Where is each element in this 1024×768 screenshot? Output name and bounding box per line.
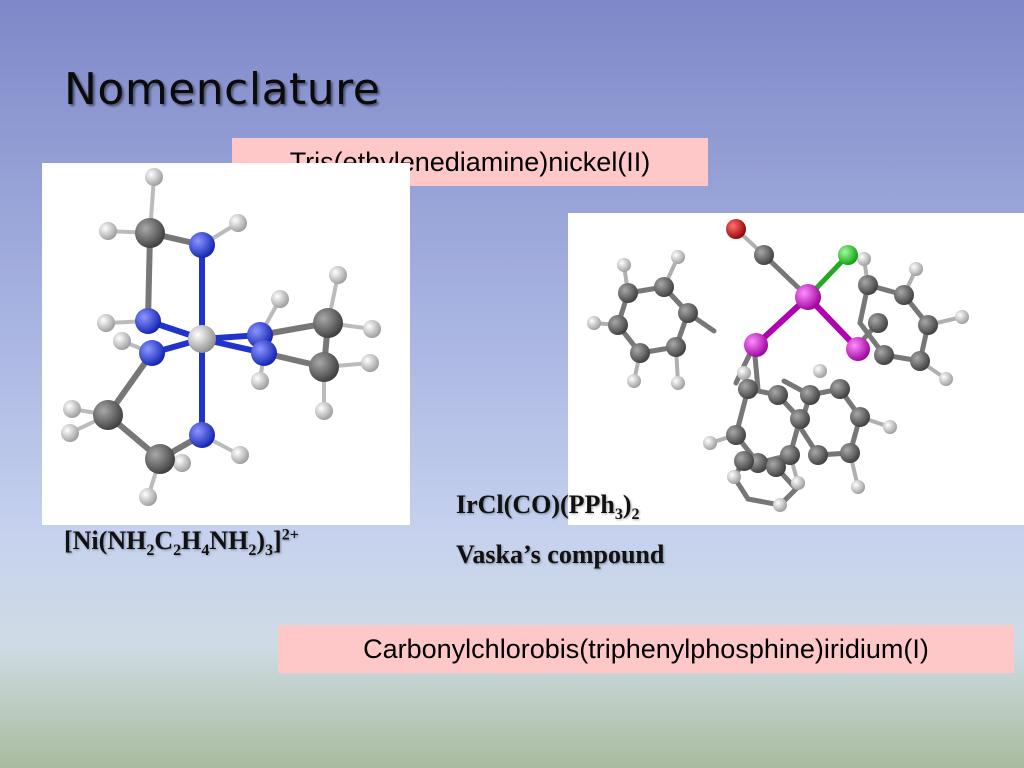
formula-part: ) — [622, 490, 632, 519]
formula-part: NH — [209, 526, 249, 555]
formula-subscript: 2 — [248, 542, 257, 560]
formula-part: ] — [273, 526, 282, 555]
formula-part: ) — [256, 526, 266, 555]
ni-molecule-drawing — [61, 168, 381, 506]
formula-part: IrCl(CO)(PPh — [456, 490, 615, 519]
ni-complex-formula: [Ni(NH2C2H4NH2)3]2+ — [64, 526, 299, 560]
ir-molecule-drawing — [587, 219, 969, 512]
ir-common-name: Vaska’s compound — [456, 540, 665, 569]
ir-complex-name-label: Carbonylchlorobis(triphenylphosphine)iri… — [278, 625, 1014, 673]
ir-complex-formula: IrCl(CO)(PPh3)2 — [456, 490, 640, 524]
formula-subscript: 4 — [201, 542, 210, 560]
formula-charge: 2+ — [281, 526, 299, 544]
formula-subscript: 2 — [146, 542, 155, 560]
formula-part: [Ni(NH — [64, 526, 147, 555]
formula-subscript: 2 — [631, 506, 640, 524]
formula-subscript: 3 — [614, 506, 623, 524]
ir-complex-model-image — [568, 213, 1024, 525]
formula-subscript: 3 — [265, 542, 274, 560]
formula-part: H — [181, 526, 202, 555]
formula-part: C — [154, 526, 174, 555]
ni-complex-model-image — [42, 163, 410, 525]
slide-title: Nomenclature — [64, 64, 381, 115]
formula-subscript: 2 — [173, 542, 182, 560]
